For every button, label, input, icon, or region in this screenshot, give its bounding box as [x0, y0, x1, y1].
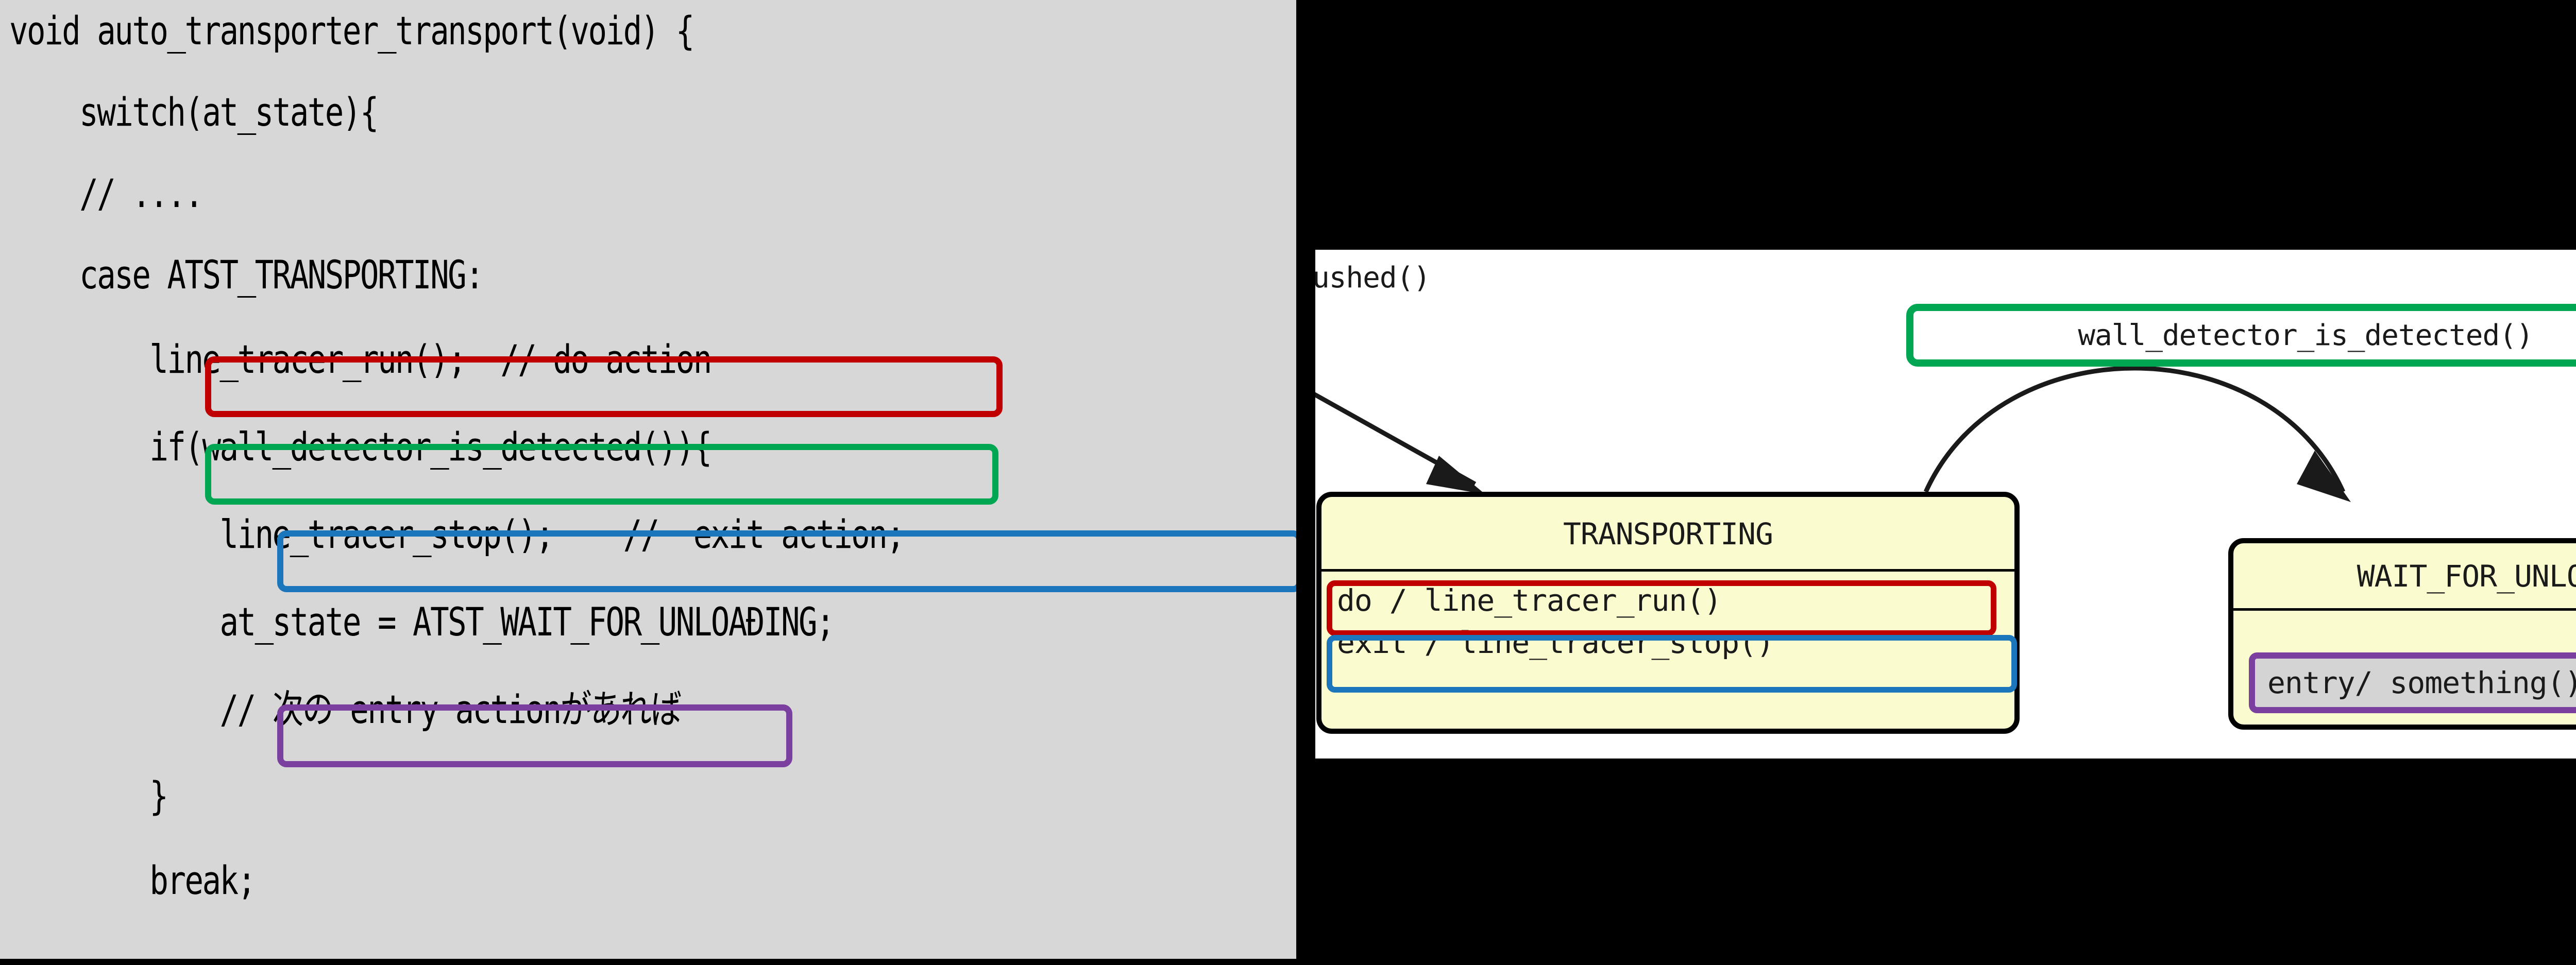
guard-label-text: wall_detector_is_detected(): [2078, 318, 2533, 352]
code-line-state-assign: at_state = ATST_WAIT_FOR_UNLOAÐING;: [9, 599, 835, 645]
code-panel: void auto_transporter_transport(void) { …: [0, 0, 1296, 959]
code-line-entry-comment: // 次の entry actionがあれば: [9, 686, 682, 732]
incoming-arrow-head: [1426, 456, 1485, 494]
code-line: break;: [9, 857, 256, 903]
state-box-wait-for-unloading[interactable]: WAIT_FOR_UNLOAÐING entry/ something(): [2228, 538, 2576, 730]
code-line: }: [9, 773, 168, 819]
code-line-exit-action: line_tracer_stop(); // exit action;: [9, 511, 905, 557]
state-box-transporting[interactable]: TRANSPORTING do / line_tracer_run() exit…: [1316, 492, 2020, 734]
state-title-wait-for-unloading: WAIT_FOR_UNLOAÐING: [2357, 559, 2576, 594]
state-divider: [1321, 569, 2014, 572]
transition-arrows: [1315, 366, 2351, 502]
code-line: // ....: [9, 170, 204, 216]
state-action-do: do / line_tracer_run(): [1337, 583, 1722, 618]
code-line-guard: if(wall_detector_is_detected()){: [9, 424, 712, 470]
state-action-exit: exit / line_tracer_stop(): [1337, 625, 1774, 660]
code-line: switch(at_state){: [9, 89, 379, 135]
guard-label-box: wall_detector_is_detected(): [1906, 304, 2576, 367]
state-diagram-panel: ushed() wall_detector_is_detected() TRAN…: [1315, 250, 2576, 759]
pushed-event-label: ushed(): [1315, 261, 1431, 295]
code-line: void auto_transporter_transport(void) {: [9, 8, 694, 54]
transition-arrow-head: [2297, 451, 2351, 502]
code-line-do-action: line_tracer_run(); // do action: [9, 336, 712, 382]
transition-curve: [1923, 366, 2346, 493]
state-divider: [2233, 608, 2576, 611]
code-line: case ATST_TRANSPORTING:: [9, 252, 484, 298]
state-title-transporting: TRANSPORTING: [1563, 516, 1773, 552]
